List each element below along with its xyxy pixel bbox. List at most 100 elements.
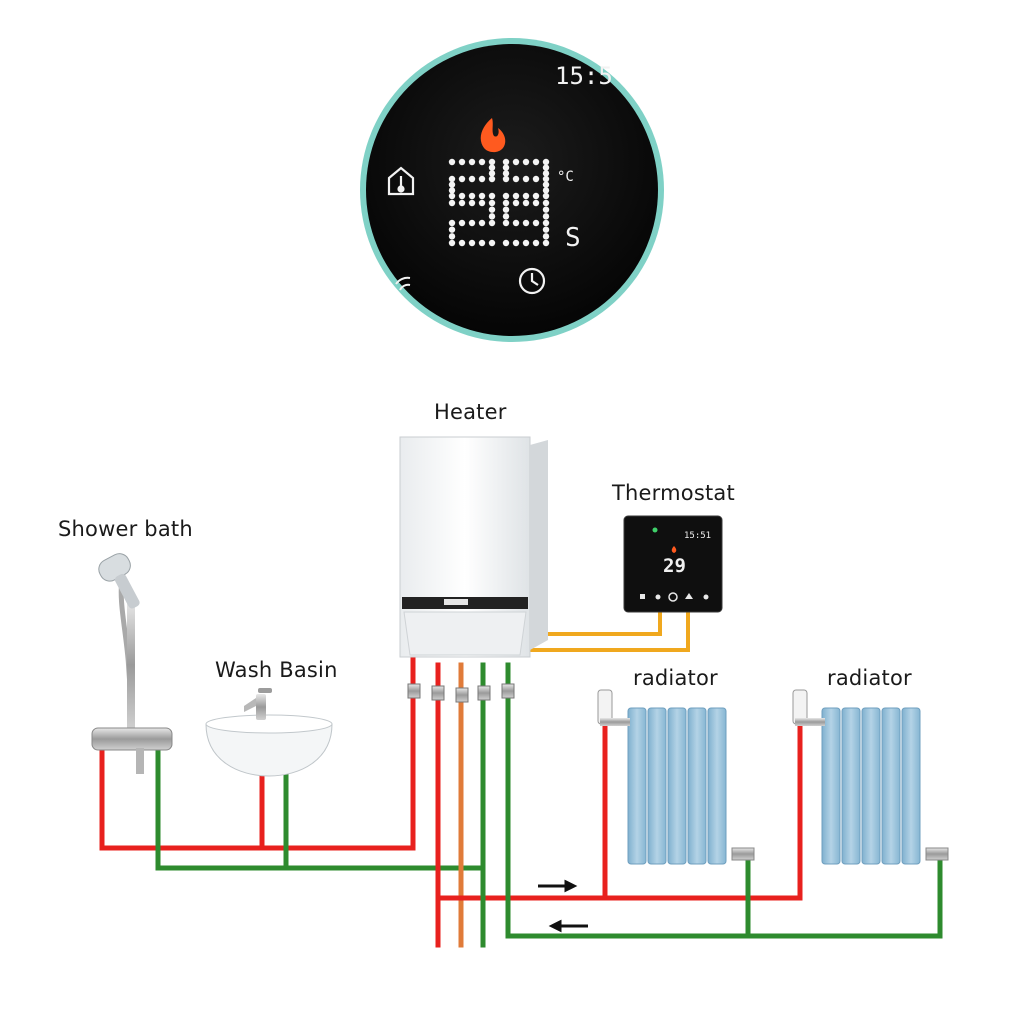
display-dot: [448, 226, 456, 233]
thermostat-up-button[interactable]: [685, 593, 693, 599]
display-dot: [448, 219, 456, 227]
display-dot: [488, 175, 496, 183]
display-dot: [488, 158, 496, 166]
shower-handle: [114, 573, 140, 609]
valve: [477, 685, 491, 701]
thermostat-mini-clock: 15:51: [684, 531, 711, 541]
radiator-fin: [881, 707, 901, 865]
label-wash-basin: Wash Basin: [215, 658, 338, 682]
display-dot: [448, 199, 456, 207]
set-suffix: S: [565, 223, 582, 253]
radiator-sections: [821, 707, 921, 865]
return-pipe-taps: [155, 662, 486, 871]
display-dot: [542, 226, 550, 233]
display-dot: [468, 192, 476, 200]
display-dot: [488, 170, 496, 177]
heater-display: [444, 599, 468, 605]
thermostat-ok-button[interactable]: [668, 592, 678, 602]
display-dot: [522, 158, 530, 166]
display-dot: [502, 239, 510, 247]
display-dot: [502, 192, 510, 200]
display-dot: [502, 175, 510, 183]
radiator-valve-body: [795, 718, 825, 726]
display-dot: [468, 175, 476, 183]
radiator-fin: [667, 707, 687, 865]
display-dot: [488, 219, 496, 227]
display-dot: [522, 239, 530, 247]
display-dot: [522, 192, 530, 200]
display-dot: [532, 199, 540, 207]
display-dot: [502, 206, 510, 213]
display-dot: [512, 199, 520, 207]
display-dot: [488, 239, 496, 247]
wall-thermostat: 15:51 29: [623, 515, 723, 613]
display-dot: [532, 239, 540, 247]
label-shower-bath: Shower bath: [58, 517, 193, 541]
display-dot: [542, 199, 550, 207]
flow-arrows: [538, 879, 588, 933]
display-dot: [542, 239, 550, 247]
basin-faucet-spout: [244, 698, 256, 712]
display-dot: [542, 175, 550, 183]
radiator-fin: [901, 707, 921, 865]
display-dot: [448, 192, 456, 200]
display-dot: [542, 164, 550, 171]
thermostat-down-button[interactable]: [655, 594, 661, 600]
thermostat-status-led: [652, 527, 658, 533]
display-dot: [512, 175, 520, 183]
radiator-left: [597, 689, 755, 865]
display-dot: [468, 219, 476, 227]
thermostat-mode-button[interactable]: [703, 594, 709, 600]
display-face: [366, 44, 658, 336]
home-thermometer-icon: [387, 166, 415, 196]
radiator-sections: [627, 707, 727, 865]
display-dot: [532, 175, 540, 183]
radiator-fin: [841, 707, 861, 865]
clock-readout: 15:5: [555, 62, 613, 90]
heater-bottom-cover: [403, 611, 527, 656]
hot-pipe-taps: [99, 657, 416, 851]
display-dot: [502, 158, 510, 166]
thermostat-body: [623, 515, 723, 613]
display-dot: [522, 219, 530, 227]
thermostat-mini-flame: [671, 546, 677, 553]
radiator-valve-body: [600, 718, 630, 726]
flow-arrow-left-head: [548, 919, 562, 933]
heater-side-panel: [530, 440, 548, 650]
basin-bowl: [205, 723, 333, 777]
label-thermostat: Thermostat: [612, 481, 735, 505]
thermostat-buttons: [640, 592, 709, 602]
display-dot: [502, 219, 510, 227]
display-dot: [458, 158, 466, 166]
radiator-fin: [687, 707, 707, 865]
display-dot: [542, 213, 550, 220]
pipe-network: [99, 604, 943, 948]
valve: [501, 683, 515, 699]
display-dot: [478, 192, 486, 200]
display-dot: [478, 158, 486, 166]
display-dot: [542, 206, 550, 213]
display-dot: [512, 219, 520, 227]
thermostat-wire-2: [528, 604, 690, 652]
label-radiator-right: radiator: [827, 666, 912, 690]
wash-basin: [205, 688, 333, 777]
radiator-return-valve: [925, 847, 949, 861]
display-dot: [448, 158, 456, 166]
display-dot: [532, 158, 540, 166]
display-dot: [512, 239, 520, 247]
flame-icon: [480, 118, 506, 153]
valve: [431, 685, 445, 701]
display-dot: [458, 192, 466, 200]
wifi-icon: [395, 276, 411, 291]
temperature-digits: [448, 158, 550, 247]
display-dot: [448, 187, 456, 194]
thermostat-power-button[interactable]: [640, 594, 645, 599]
display-dot: [448, 239, 456, 247]
display-dot: [542, 233, 550, 240]
display-dot: [458, 175, 466, 183]
temp-unit: °C: [557, 169, 574, 185]
radiator-fin: [627, 707, 647, 865]
display-dot: [468, 199, 476, 207]
display-dot: [468, 239, 476, 247]
